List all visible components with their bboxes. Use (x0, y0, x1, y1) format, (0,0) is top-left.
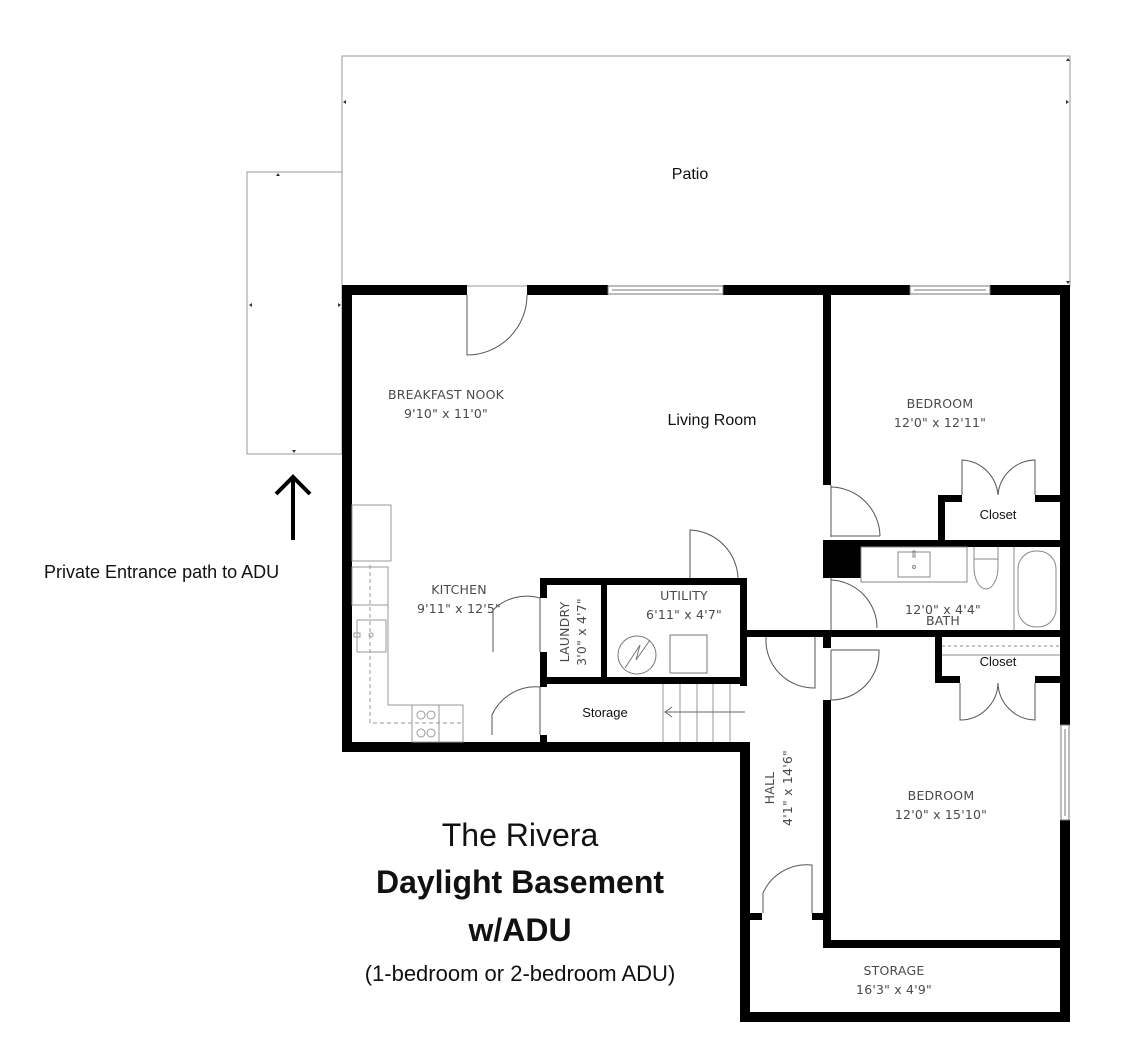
bedroom-2-size: 12'0" x 15'10" (895, 807, 987, 822)
windows (607, 285, 1070, 821)
bedroom-1-size: 12'0" x 12'11" (894, 415, 986, 430)
living-room-name: Living Room (668, 412, 757, 429)
closet-2-name: Closet (980, 654, 1017, 669)
room-labels: BREAKFAST NOOK 9'10" x 11'0" Living Room… (388, 166, 1017, 997)
title-block: The Rivera Daylight Basement w/ADU (1-be… (330, 812, 710, 994)
breakfast-nook-name: BREAKFAST NOOK (388, 387, 505, 402)
kitchen-name: KITCHEN (431, 582, 487, 597)
utility-size: 6'11" x 4'7" (646, 607, 722, 622)
closet-1-name: Closet (980, 507, 1017, 522)
bedroom-2-name: BEDROOM (908, 788, 975, 803)
bedroom-1-name: BEDROOM (907, 396, 974, 411)
laundry-size: 3'0" x 4'7" (574, 598, 589, 666)
kitchen-fixtures (351, 504, 464, 743)
bath-name: BATH (926, 613, 960, 628)
bath-size: 12'0" x 4'4" (905, 602, 981, 617)
breakfast-nook-size: 9'10" x 11'0" (404, 406, 488, 421)
toilet-icon (973, 547, 999, 590)
entrance-path (246, 171, 343, 455)
patio-label: Patio (672, 166, 709, 183)
entrance-note: Private Entrance path to ADU (44, 562, 280, 582)
entrance-arrow-icon (274, 474, 312, 540)
plan-subtitle: (1-bedroom or 2-bedroom ADU) (364, 961, 676, 986)
storage-large-size: 16'3" x 4'9" (856, 982, 932, 997)
furnace-icon (669, 634, 708, 674)
bath-fixtures (860, 546, 1060, 656)
bathtub-icon (1017, 550, 1057, 628)
water-heater-icon (617, 635, 657, 675)
hall-size: 4'1" x 14'6" (780, 750, 795, 826)
hall-name: HALL (762, 772, 777, 805)
plan-title-line2: w/ADU (468, 912, 572, 948)
interior-walls (540, 295, 1070, 948)
doors (466, 294, 1036, 913)
stairs (662, 684, 745, 742)
sink-icon (897, 551, 931, 578)
storage-small-name: Storage (582, 705, 628, 720)
storage-large-name: STORAGE (864, 963, 925, 978)
utility-name: UTILITY (660, 588, 708, 603)
laundry-name: LAUNDRY (557, 601, 572, 662)
kitchen-size: 9'11" x 12'5" (417, 601, 501, 616)
plan-name: The Rivera (441, 817, 599, 853)
plan-title-line1: Daylight Basement (375, 864, 665, 900)
utility-fixtures (617, 634, 708, 675)
